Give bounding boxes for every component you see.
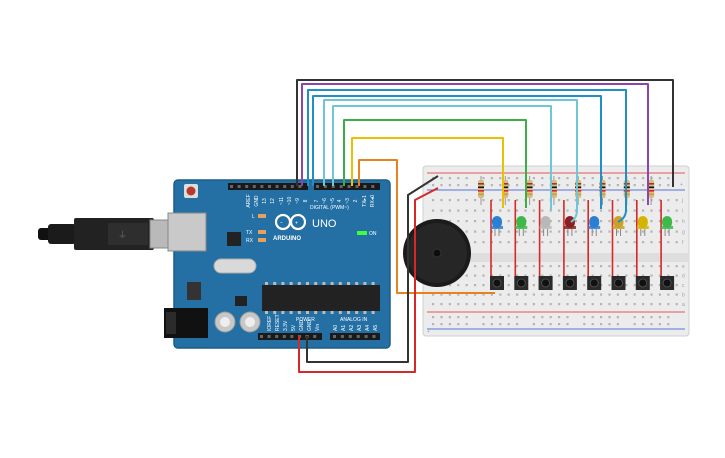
logo-text: ARDUINO (273, 236, 301, 242)
digital-pin-label: AREF (246, 194, 252, 207)
digital-pin-label: ~9 (295, 198, 301, 204)
power-label: POWER (296, 317, 315, 323)
led-tx-label: TX (246, 230, 253, 236)
bb-row-label: i (682, 209, 683, 215)
power-pin-label: GND (299, 320, 305, 332)
led-white (539, 216, 552, 236)
resistor (478, 176, 484, 205)
push-button[interactable] (514, 276, 529, 290)
push-button[interactable] (587, 276, 602, 290)
digital-pin-label: ~6 (322, 198, 328, 204)
digital-pin-label: 8 (303, 199, 309, 202)
led-blue (588, 216, 601, 236)
bb-row-label: c (682, 283, 685, 289)
svg-text:+: + (295, 221, 298, 227)
bb-row-label: h (682, 219, 685, 225)
push-button[interactable] (490, 276, 504, 290)
wire-purple (301, 83, 649, 205)
wire-lightblue-2 (332, 105, 552, 210)
analog-pin-label: A0 (333, 325, 339, 331)
push-button[interactable] (562, 276, 577, 290)
led-l-label: L (252, 214, 255, 220)
on-label: ON (369, 231, 377, 237)
atmega-chip (262, 285, 380, 311)
push-button[interactable] (538, 276, 553, 290)
digital-pin-label: GND (254, 195, 260, 207)
model-text: UNO (312, 218, 337, 230)
push-button[interactable] (635, 276, 650, 290)
led-l (258, 214, 266, 218)
bb-row-label: e (682, 264, 685, 270)
wire-yellow (351, 137, 504, 208)
power-pin-label: 5V (291, 324, 297, 331)
on-led (357, 231, 367, 235)
voltage-regulator (187, 282, 201, 300)
digital-pin-label: ~11 (279, 197, 285, 205)
bb-row-label: a (682, 302, 685, 308)
analog-pin-label: A3 (357, 325, 363, 331)
arduino-logo: − + ARDUINO UNO (273, 213, 337, 242)
digital-header-right (314, 183, 380, 190)
bb-row-label: d (682, 274, 685, 280)
led-red (563, 216, 576, 236)
digital-pin-label: TX▸1 (362, 195, 368, 207)
wire-black-top (296, 79, 674, 187)
analog-header (330, 333, 380, 340)
digital-pin-label: ~5 (330, 198, 336, 204)
rail-minus-top: - (427, 182, 429, 188)
wire-green (343, 119, 527, 208)
digital-pin-label: ~10 (287, 197, 293, 206)
led-rx-label: RX (246, 238, 254, 244)
digital-pin-label: 7 (314, 199, 320, 202)
digital-label: DIGITAL (PWM~) (310, 205, 349, 211)
wire-orange (358, 159, 495, 294)
analog-label: ANALOG IN (340, 317, 368, 323)
digital-pin-label: 13 (262, 198, 268, 204)
power-pin-label: IOREF (267, 316, 273, 331)
digital-pin-label: RX◂0 (370, 195, 376, 207)
wire-blue-1 (307, 89, 627, 223)
power-pin-label: 3.3V (283, 320, 289, 331)
digital-pin-label: 4 (337, 199, 343, 202)
power-pin-label: GND (307, 320, 313, 332)
power-pin-label: Vin (315, 324, 321, 331)
digital-pin-label: 2 (353, 199, 359, 202)
analog-pin-label: A4 (365, 325, 371, 331)
bb-row-label: g (682, 230, 685, 236)
rail-plus-bottom: + (427, 329, 430, 335)
bb-row-label: f (682, 240, 684, 246)
led-green (661, 216, 674, 236)
bb-row-label: b (682, 293, 685, 299)
led-green (515, 216, 528, 236)
power-pin-label: RESET (275, 314, 281, 331)
led-blue (491, 216, 503, 236)
wire-blue-2 (312, 95, 602, 209)
crystal (213, 258, 257, 274)
led-yellow (636, 216, 649, 236)
svg-text:⏚: ⏚ (118, 230, 127, 240)
analog-pin-label: A2 (349, 325, 355, 331)
piezo-buzzer (403, 219, 471, 287)
usb-cable: ⏚ (38, 218, 179, 250)
digital-pin-label: 12 (270, 198, 276, 204)
analog-pin-label: A1 (341, 325, 347, 331)
svg-text:−: − (280, 221, 283, 227)
power-header (258, 333, 322, 340)
analog-pin-label: A5 (373, 325, 379, 331)
wire-lightblue-1 (323, 99, 578, 223)
rail-plus-top: + (680, 182, 683, 188)
resistor (648, 176, 655, 205)
wire-black-gnd (306, 175, 439, 363)
bb-row-label: j (681, 198, 683, 204)
usb-socket (167, 212, 207, 252)
digital-pin-label: ~3 (345, 198, 351, 204)
resistor (526, 176, 533, 205)
push-button[interactable] (660, 276, 675, 290)
push-button[interactable] (611, 276, 626, 290)
wire-red-gnd (298, 187, 439, 373)
resistor (550, 176, 557, 205)
